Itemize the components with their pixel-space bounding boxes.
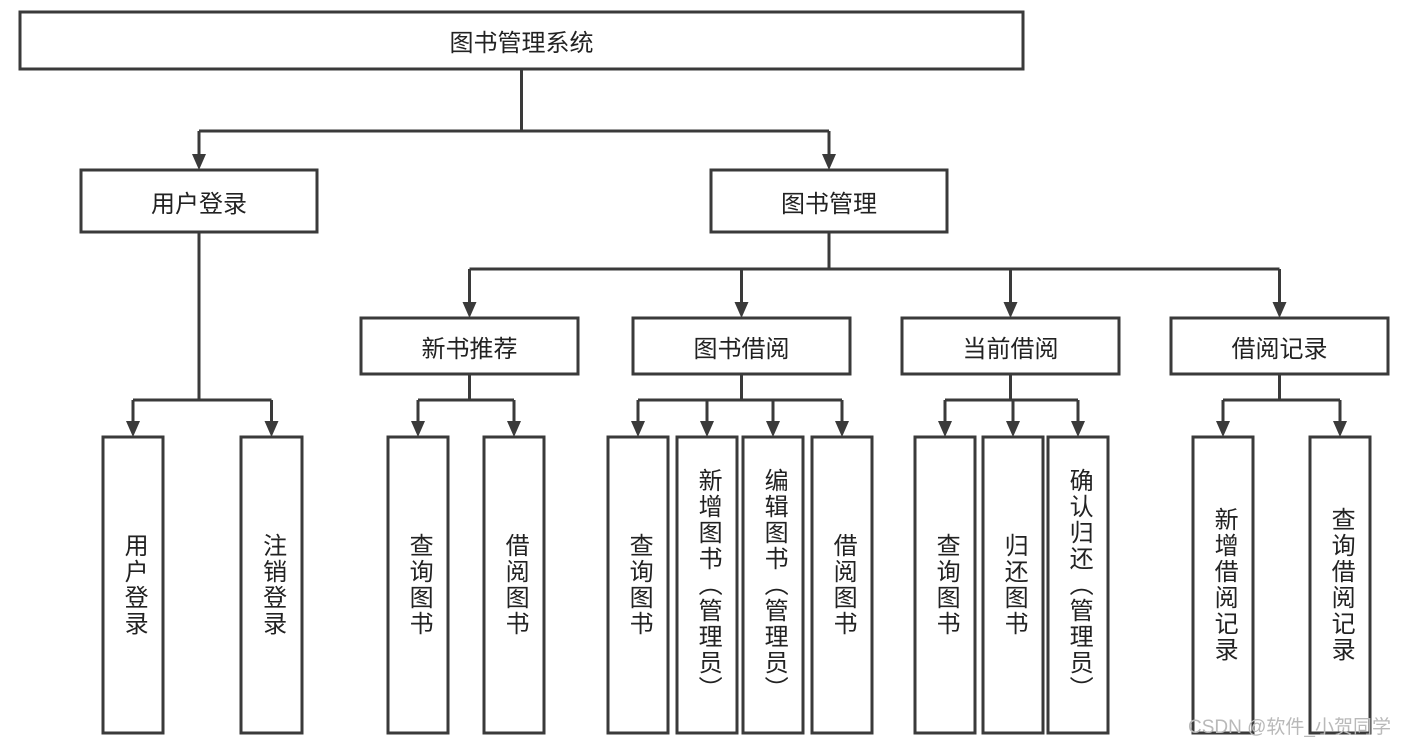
node-box-leaf-add-borrow-record[interactable] bbox=[1191, 435, 1255, 735]
node-box-leaf-confirm-return-admin[interactable] bbox=[1046, 435, 1110, 735]
arrow-head-icon-leaf-confirm-return-admin bbox=[1071, 421, 1085, 437]
arrow-head-icon-leaf-query-book-3 bbox=[938, 421, 952, 437]
arrow-head-icon-leaf-query-borrow-record bbox=[1333, 421, 1347, 437]
arrow-head-icon-leaf-add-book-admin bbox=[700, 421, 714, 437]
node-box-leaf-logout[interactable] bbox=[239, 435, 304, 735]
arrow-head-icon-user-login bbox=[192, 154, 206, 170]
arrow-head-icon-leaf-add-borrow-record bbox=[1216, 421, 1230, 437]
node-box-leaf-query-book-1[interactable] bbox=[386, 435, 450, 735]
node-boxes bbox=[18, 10, 1390, 735]
node-box-user-login[interactable] bbox=[79, 168, 319, 234]
node-box-current-borrow[interactable] bbox=[900, 316, 1121, 376]
node-box-leaf-query-book-3[interactable] bbox=[913, 435, 977, 735]
arrow-head-icon-leaf-return-book bbox=[1006, 421, 1020, 437]
connector-lines bbox=[126, 69, 1347, 437]
arrow-head-icon-book-borrow bbox=[734, 302, 749, 318]
node-box-leaf-query-book-2[interactable] bbox=[606, 435, 670, 735]
arrow-head-icon-book-management bbox=[822, 154, 836, 170]
node-box-root[interactable] bbox=[18, 10, 1025, 71]
watermark-text: CSDN @软件_小贺同学 bbox=[1188, 717, 1391, 738]
node-box-new-book-recommend[interactable] bbox=[359, 316, 580, 376]
arrow-head-icon-leaf-edit-book-admin bbox=[766, 421, 780, 437]
node-box-leaf-borrow-book-1[interactable] bbox=[482, 435, 546, 735]
arrow-head-icon-leaf-query-book-1 bbox=[411, 421, 425, 437]
arrow-head-icon-leaf-user-login bbox=[126, 421, 140, 437]
arrow-head-icon-current-borrow bbox=[1003, 302, 1018, 318]
arrow-head-icon-leaf-logout bbox=[264, 421, 279, 437]
node-box-leaf-query-borrow-record[interactable] bbox=[1308, 435, 1372, 735]
node-box-borrow-record[interactable] bbox=[1169, 316, 1390, 376]
arrow-head-icon-leaf-borrow-book-2 bbox=[835, 421, 849, 437]
node-box-leaf-return-book[interactable] bbox=[981, 435, 1045, 735]
arrow-head-icon-leaf-borrow-book-1 bbox=[507, 421, 521, 437]
node-box-leaf-edit-book-admin[interactable] bbox=[741, 435, 805, 735]
node-box-book-borrow[interactable] bbox=[631, 316, 852, 376]
arrow-head-icon-new-book-recommend bbox=[462, 302, 477, 318]
node-box-leaf-user-login[interactable] bbox=[101, 435, 165, 735]
node-box-leaf-add-book-admin[interactable] bbox=[675, 435, 739, 735]
arrow-head-icon-leaf-query-book-2 bbox=[631, 421, 645, 437]
node-box-book-management[interactable] bbox=[709, 168, 949, 234]
node-box-leaf-borrow-book-2[interactable] bbox=[810, 435, 874, 735]
arrow-head-icon-borrow-record bbox=[1272, 302, 1287, 318]
